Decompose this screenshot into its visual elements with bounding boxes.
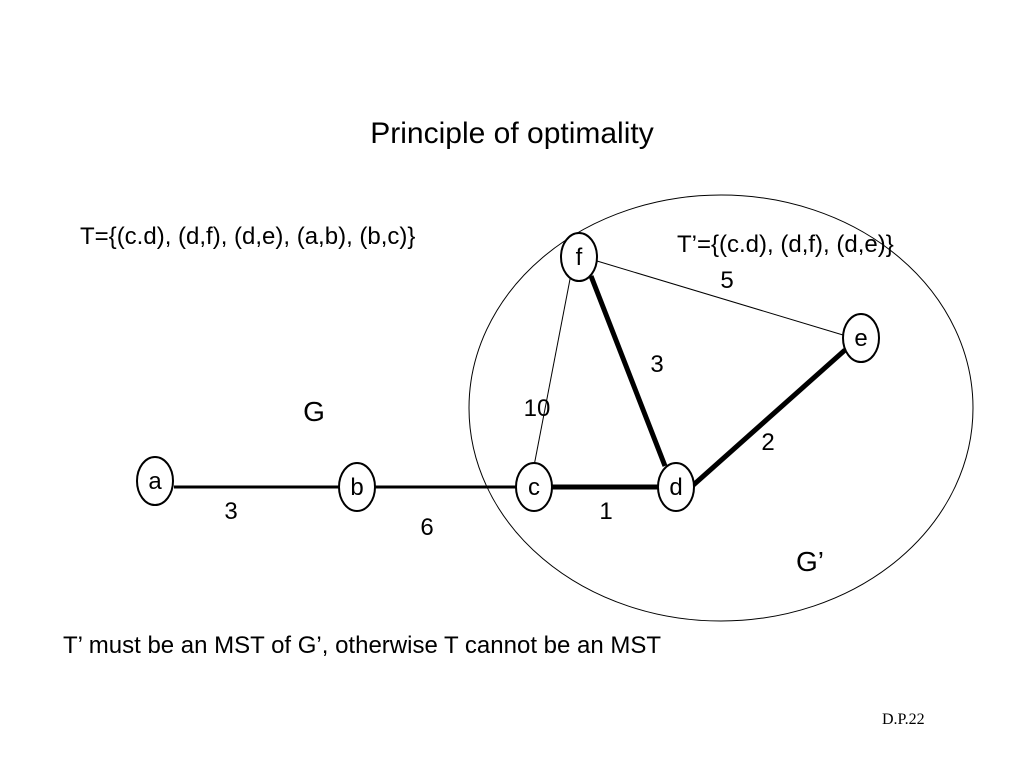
node-f: f bbox=[560, 232, 598, 282]
subgraph-boundary bbox=[468, 194, 974, 622]
edge-f-e bbox=[596, 260, 844, 336]
edge-weight-b-c: 6 bbox=[420, 514, 433, 541]
node-e: e bbox=[842, 313, 880, 363]
tree-t-set: T={(c.d), (d,f), (d,e), (a,b), (b,c)} bbox=[80, 223, 416, 250]
node-label-b: b bbox=[350, 474, 363, 501]
edge-weight-f-e: 5 bbox=[720, 267, 733, 294]
edge-weight-c-d: 1 bbox=[599, 498, 612, 525]
slide-title: Principle of optimality bbox=[370, 117, 654, 150]
subgraph-label-g-prime: G’ bbox=[796, 546, 824, 577]
edge-weight-d-e: 2 bbox=[761, 429, 774, 456]
node-label-d: d bbox=[669, 474, 682, 501]
edge-c-f bbox=[533, 273, 572, 467]
edge-d-f bbox=[588, 275, 668, 467]
tree-t-prime-set: T’={(c.d), (d,f), (d,e)} bbox=[677, 231, 894, 258]
edge-d-e bbox=[688, 348, 847, 490]
edge-weight-d-f: 3 bbox=[650, 351, 663, 378]
node-a: a bbox=[136, 456, 174, 506]
node-label-c: c bbox=[528, 474, 540, 501]
node-b: b bbox=[338, 462, 376, 512]
graph-label-g: G bbox=[303, 396, 325, 427]
edge-weight-c-f: 10 bbox=[524, 395, 551, 422]
slide-caption: T’ must be an MST of G’, otherwise T can… bbox=[63, 632, 662, 659]
node-label-f: f bbox=[576, 244, 583, 271]
edge-weight-a-b: 3 bbox=[224, 498, 237, 525]
slide-number: D.P.22 bbox=[882, 711, 925, 728]
node-d: d bbox=[657, 462, 695, 512]
node-c: c bbox=[515, 462, 553, 512]
node-label-a: a bbox=[148, 468, 162, 495]
node-label-e: e bbox=[854, 325, 867, 352]
